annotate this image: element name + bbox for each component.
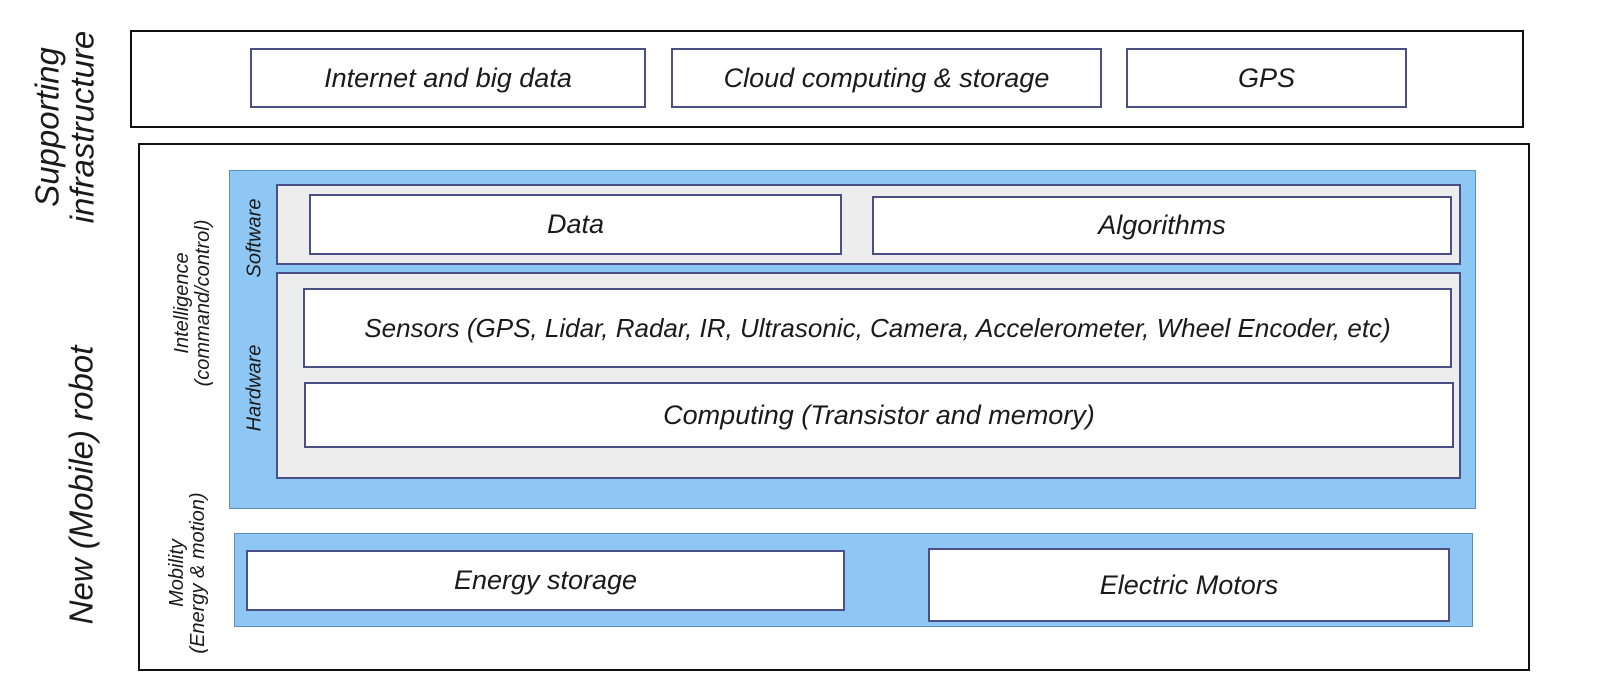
supporting-infrastructure-label: Supporting infrastructure (28, 30, 100, 224)
software-label-text: Software (243, 198, 266, 278)
mobility-label: Mobility (Energy & motion) (166, 492, 209, 654)
mobility-label-line1: Mobility (166, 539, 188, 607)
algorithms-box: Algorithms (872, 196, 1452, 255)
data-box: Data (309, 194, 842, 255)
new-mobile-robot-label: New (Mobile) robot (62, 345, 100, 625)
energy-storage-box: Energy storage (246, 550, 845, 611)
cloud-computing-box: Cloud computing & storage (671, 48, 1102, 108)
new-mobile-robot-label-text: New (Mobile) robot (62, 345, 100, 625)
hardware-label-text: Hardware (243, 344, 266, 432)
internet-big-data-box: Internet and big data (250, 48, 646, 108)
computing-box: Computing (Transistor and memory) (304, 382, 1454, 448)
intelligence-label-line1: Intelligence (171, 252, 193, 354)
intelligence-label: Intelligence (command/control) (171, 219, 214, 387)
gps-box: GPS (1126, 48, 1407, 108)
supporting-infrastructure-label-line2: infrastructure (63, 30, 100, 224)
electric-motors-box: Electric Motors (928, 548, 1450, 622)
intelligence-label-line2: (command/control) (192, 219, 214, 387)
hardware-label: Hardware (243, 344, 266, 432)
sensors-box: Sensors (GPS, Lidar, Radar, IR, Ultrason… (303, 288, 1452, 368)
software-label: Software (243, 198, 266, 278)
supporting-infrastructure-label-line1: Supporting (28, 47, 66, 207)
mobility-label-line2: (Energy & motion) (187, 492, 209, 654)
